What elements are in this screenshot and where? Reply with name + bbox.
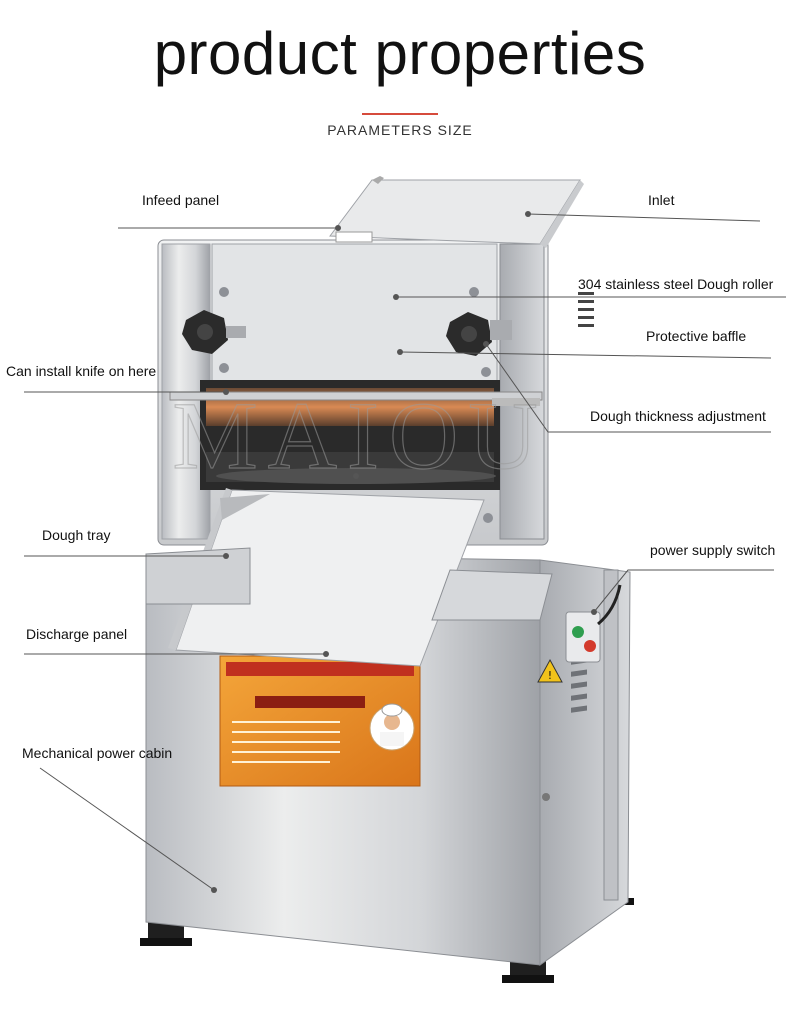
page-title: product properties xyxy=(153,20,647,87)
page-subtitle: PARAMETERS SIZE xyxy=(327,122,473,138)
cabinet-ledge xyxy=(145,547,553,621)
side-frame-bar xyxy=(603,569,619,901)
thickness-adjustment-knob-right[interactable] xyxy=(446,312,512,356)
callout-dough-roller: 304 stainless steel Dough roller xyxy=(578,276,774,292)
callout-protective-baffle: Protective baffle xyxy=(646,328,747,344)
knife-mount-bar xyxy=(169,391,543,406)
callout-power-switch: power supply switch xyxy=(650,542,776,558)
title-accent-line xyxy=(362,113,438,115)
thickness-adjustment-knob-left[interactable] xyxy=(182,310,246,354)
watermark-text: MAIOU xyxy=(172,382,547,489)
callout-inlet: Inlet xyxy=(648,192,675,208)
callout-dough-tray: Dough tray xyxy=(42,527,111,543)
power-supply-switch[interactable] xyxy=(565,584,622,663)
svg-text:!: ! xyxy=(548,669,552,682)
callout-thickness-adjustment: Dough thickness adjustment xyxy=(590,408,766,424)
instruction-poster xyxy=(219,655,421,787)
callout-infeed-panel: Infeed panel xyxy=(142,192,220,208)
callout-discharge-panel: Discharge panel xyxy=(26,626,128,642)
infeed-panel xyxy=(329,176,584,248)
callout-knife-mount: Can install knife on here xyxy=(6,363,157,379)
callout-lines xyxy=(24,211,786,893)
callout-power-cabin: Mechanical power cabin xyxy=(22,745,173,761)
